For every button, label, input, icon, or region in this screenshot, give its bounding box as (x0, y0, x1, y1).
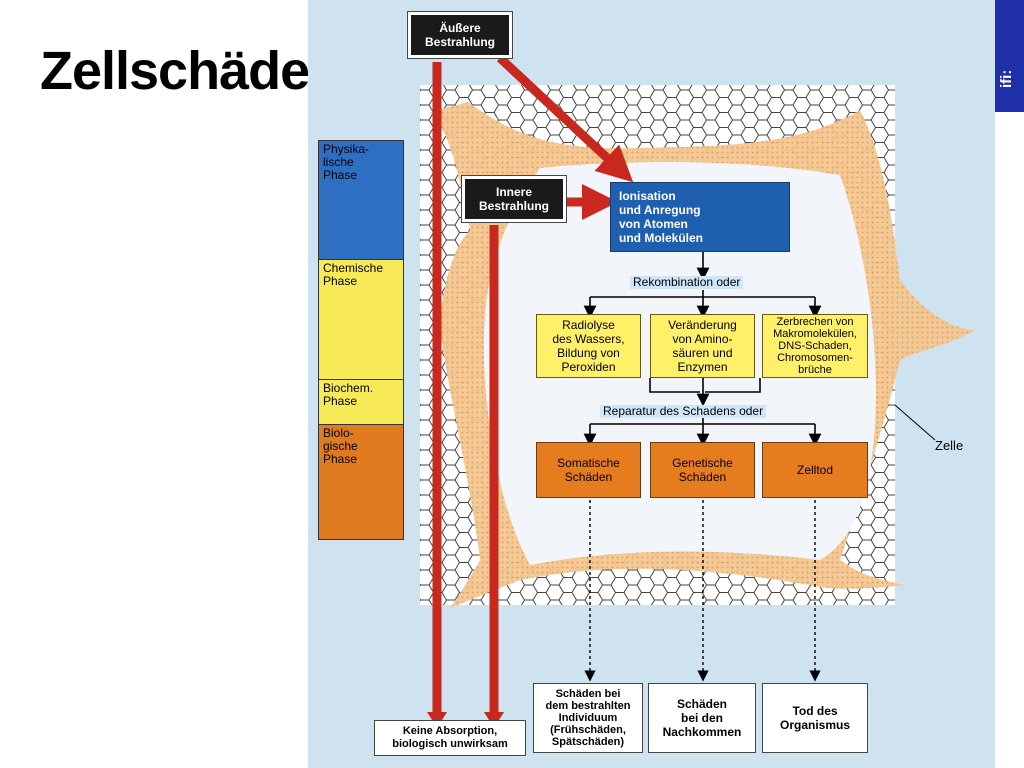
node-amino-label: Veränderung von Amino- säuren und Enzyme… (668, 318, 737, 374)
zelle-pointer (894, 404, 936, 441)
arrow-radiolysis-merge (649, 378, 700, 393)
node-internal-irradiation: Innere Bestrahlung (461, 175, 567, 223)
node-offspring-label: Schäden bei den Nachkommen (662, 697, 742, 739)
phase-biochemical-label: Biochem. Phase (323, 381, 374, 408)
phase-chemical-label: Chemische Phase (323, 261, 384, 288)
node-external-label: Äußere Bestrahlung (424, 21, 495, 49)
node-radiolysis: Radiolyse des Wassers, Bildung von Perox… (536, 314, 641, 378)
label-recombination: Rekombination oder (630, 276, 744, 289)
node-macro-label: Zerbrechen von Makromolekülen, DNS-Schad… (773, 316, 857, 376)
page-title: Zellschäden (40, 41, 342, 101)
node-organism-death: Tod des Organismus (762, 683, 868, 753)
node-external-irradiation: Äußere Bestrahlung (407, 11, 513, 59)
node-individual-damage: Schäden bei dem bestrahlten Individuum (… (533, 683, 643, 753)
node-genetic-damage: Genetische Schäden (650, 442, 755, 498)
node-no-absorption: Keine Absorption, biologisch unwirksam (374, 720, 526, 756)
node-cell-death: Zelltod (762, 442, 868, 498)
node-ionisation-label: Ionisation und Anregung von Atomen und M… (619, 189, 703, 245)
node-somatic-label: Somatische Schäden (557, 456, 620, 484)
node-organism-label: Tod des Organismus (779, 704, 851, 732)
node-radiolysis-label: Radiolyse des Wassers, Bildung von Perox… (552, 318, 625, 374)
node-ionisation: Ionisation und Anregung von Atomen und M… (610, 182, 790, 252)
label-repair: Reparatur des Schadens oder (600, 405, 767, 418)
red-arrow-external-to-ionisation (496, 54, 634, 183)
cell-label: Zelle (935, 438, 964, 453)
phase-biological: Biolo- gische Phase (318, 425, 404, 540)
node-macromolecules: Zerbrechen von Makromolekülen, DNS-Schad… (762, 314, 868, 378)
node-offspring-damage: Schäden bei den Nachkommen (648, 683, 756, 753)
node-internal-label: Innere Bestrahlung (478, 185, 549, 213)
phase-physical-label: Physika- lische Phase (323, 142, 370, 182)
arrow-macro-merge (705, 378, 761, 393)
node-celldeath-label: Zelltod (796, 463, 834, 477)
phase-chemical: Chemische Phase (318, 260, 404, 380)
ifi-logo: ifi: (995, 0, 1024, 112)
node-somatic-damage: Somatische Schäden (536, 442, 641, 498)
node-amino-acids: Veränderung von Amino- säuren und Enzyme… (650, 314, 755, 378)
node-individual-label: Schäden bei dem bestrahlten Individuum (… (545, 688, 631, 748)
node-genetic-label: Genetische Schäden (672, 456, 733, 484)
node-noabsorb-label: Keine Absorption, biologisch unwirksam (392, 725, 508, 750)
phase-biochemical: Biochem. Phase (318, 380, 404, 425)
phase-physical: Physika- lische Phase (318, 140, 404, 260)
phase-biological-label: Biolo- gische Phase (323, 426, 358, 466)
